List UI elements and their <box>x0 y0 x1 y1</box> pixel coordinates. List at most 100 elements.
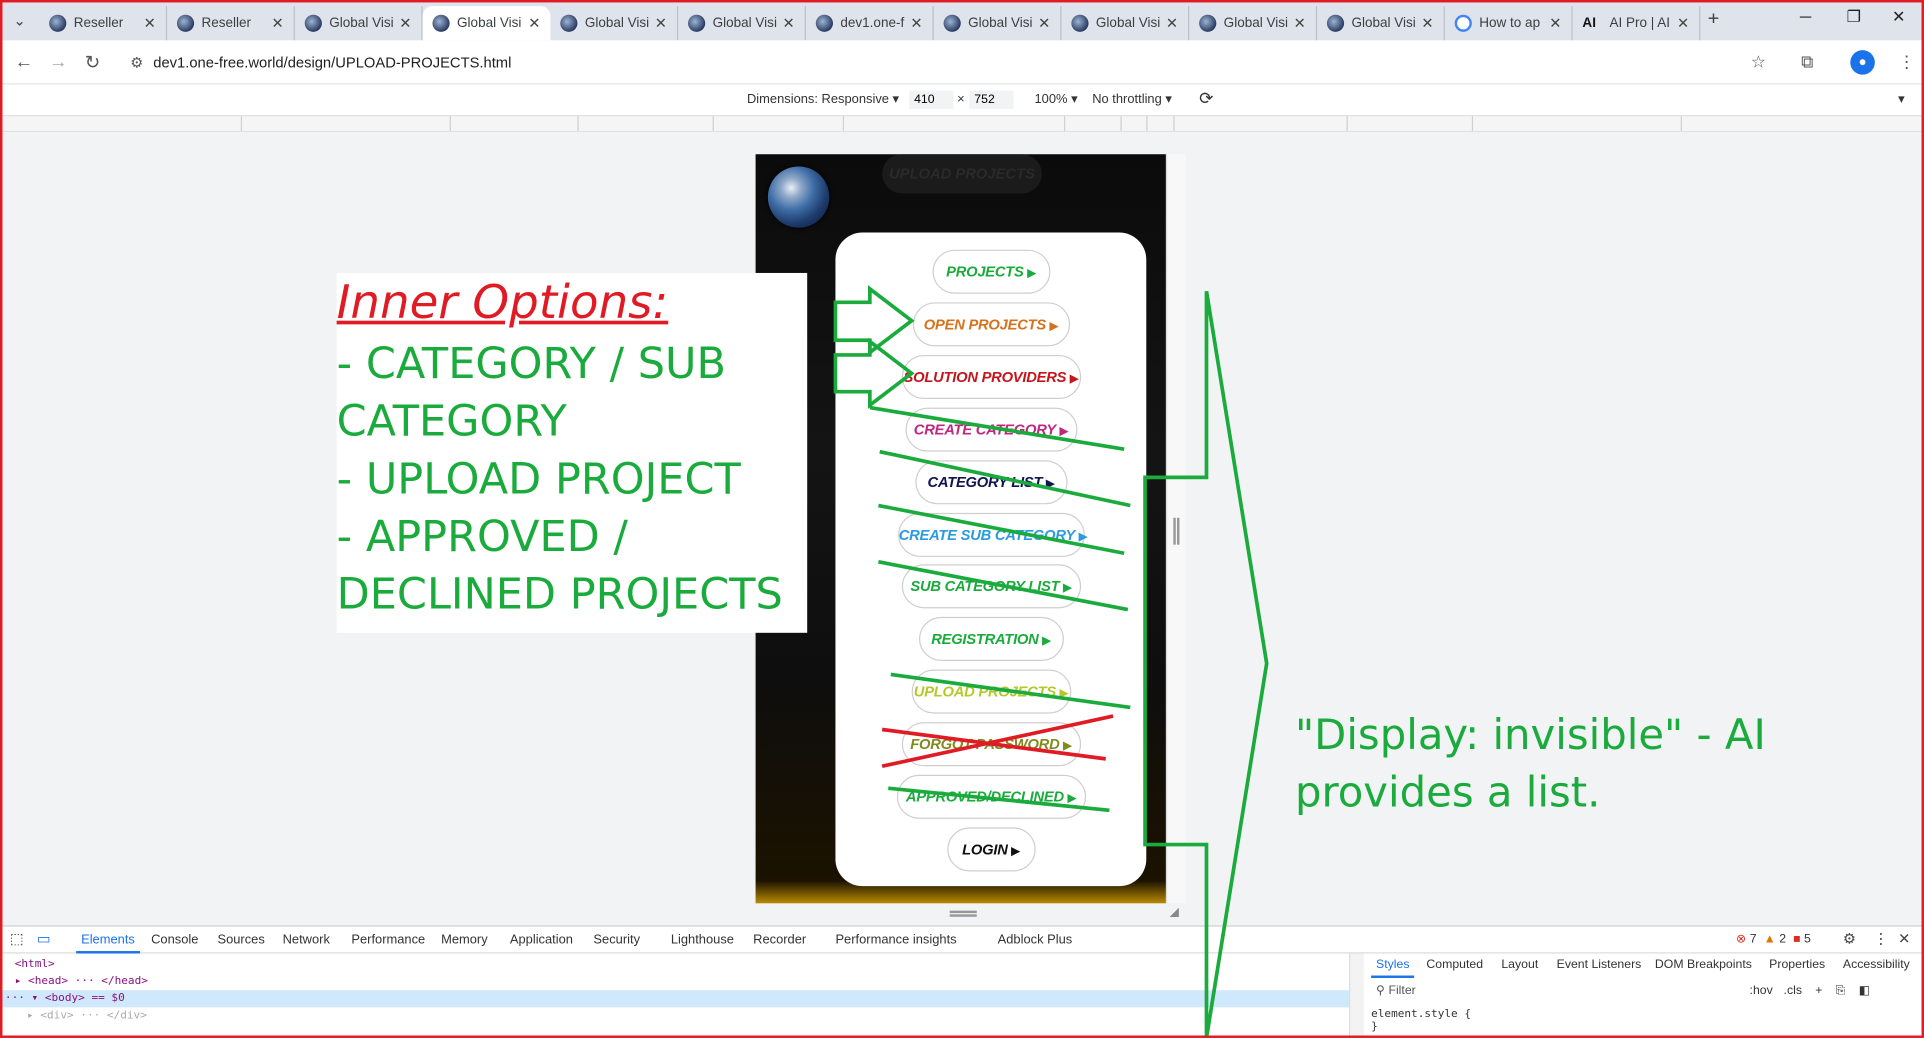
menu-button[interactable]: CREATE CATEGORY▶ <box>904 407 1077 452</box>
restore-window-icon[interactable]: ❐ <box>1846 7 1861 26</box>
browser-tab[interactable]: dev1.one-f✕ <box>806 6 934 41</box>
browser-tab[interactable]: Reseller✕ <box>39 6 168 41</box>
device-height-input[interactable] <box>969 90 1014 109</box>
back-arrow-icon[interactable]: ← <box>14 51 34 73</box>
hov-toggle[interactable]: :hov <box>1749 984 1773 998</box>
devtools-issue-badges[interactable]: ⊗ 7 ▲ 2 ■ 5 <box>1736 932 1811 947</box>
menu-button[interactable]: UPLOAD PROJECTS▶ <box>911 669 1071 714</box>
browser-tab[interactable]: Global Visi✕ <box>295 6 423 41</box>
tab-close-icon[interactable]: ✕ <box>271 14 284 32</box>
tab-close-icon[interactable]: ✕ <box>399 14 412 32</box>
tab-search-chevron-icon[interactable]: ⌄ <box>13 12 26 30</box>
menu-button[interactable]: CREATE SUB CATEGORY▶ <box>897 512 1087 557</box>
menu-button[interactable]: LOGIN▶ <box>946 827 1036 872</box>
browser-tab[interactable]: Global Visi✕ <box>1189 6 1318 41</box>
extensions-puzzle-icon[interactable]: ⧉ <box>1801 51 1814 71</box>
close-window-icon[interactable]: ✕ <box>1892 7 1906 26</box>
browser-tab[interactable]: Global Visi✕ <box>934 6 1062 41</box>
bookmark-star-icon[interactable]: ☆ <box>1750 51 1767 71</box>
devtools-tab[interactable]: Sources <box>217 932 265 948</box>
viewport-right-resize-handle[interactable] <box>1173 517 1180 545</box>
computed-sidebar-icon[interactable]: ◧ <box>1858 984 1871 998</box>
styles-subtab[interactable]: Properties <box>1769 958 1826 972</box>
menu-button[interactable]: PROJECTS▶ <box>931 249 1050 294</box>
play-arrow-icon: ▶ <box>1045 476 1055 490</box>
elements-scrollbar[interactable] <box>1349 953 1364 1038</box>
devtools-tab[interactable]: Lighthouse <box>670 932 734 948</box>
new-tab-plus-icon[interactable]: + <box>1707 8 1720 30</box>
site-info-icon[interactable]: ⚙ <box>130 53 144 71</box>
menu-button[interactable]: REGISTRATION▶ <box>918 617 1064 662</box>
devtools-tab[interactable]: Network <box>282 932 330 948</box>
styles-subtab[interactable]: Styles <box>1371 958 1415 978</box>
device-toolbar-menu-icon[interactable]: ▾ <box>1898 91 1905 107</box>
throttling-select[interactable]: No throttling ▾ <box>1092 91 1172 107</box>
zoom-select[interactable]: 100% ▾ <box>1034 91 1078 107</box>
inspect-element-icon[interactable]: ⬚ <box>9 930 24 948</box>
device-width-input[interactable] <box>909 90 954 109</box>
tab-close-icon[interactable]: ✕ <box>782 14 795 32</box>
tab-close-icon[interactable]: ✕ <box>1549 14 1562 32</box>
toggle-element-state-icon[interactable]: ⎘ <box>1835 984 1846 998</box>
dom-node-head[interactable]: ▸ <head> ··· </head> <box>14 975 148 988</box>
styles-subtab[interactable]: Layout <box>1501 958 1539 972</box>
device-toggle-icon[interactable]: ▭ <box>36 930 51 948</box>
devtools-tab[interactable]: Security <box>593 932 641 948</box>
tab-close-icon[interactable]: ✕ <box>1038 14 1051 32</box>
browser-tab[interactable]: Global Visi✕ <box>678 6 806 41</box>
menu-button[interactable]: FORGOT PASSWORD▶ <box>901 722 1081 767</box>
tab-close-icon[interactable]: ✕ <box>1421 14 1434 32</box>
devtools-tab[interactable]: Elements <box>76 932 140 954</box>
minimize-icon[interactable]: ─ <box>1799 7 1812 26</box>
styles-subtab[interactable]: DOM Breakpoints <box>1654 958 1752 972</box>
devtools-tab[interactable]: Performance <box>351 932 426 948</box>
styles-subtab[interactable]: Event Listeners <box>1556 958 1642 972</box>
tab-close-icon[interactable]: ✕ <box>143 14 157 32</box>
devtools-tab[interactable]: Recorder <box>753 932 807 948</box>
menu-button[interactable]: SUB CATEGORY LIST▶ <box>901 564 1081 609</box>
tab-close-icon[interactable]: ✕ <box>1165 14 1179 32</box>
dimensions-select[interactable]: Dimensions: Responsive ▾ <box>746 91 900 107</box>
rotate-device-icon[interactable]: ⟳ <box>1199 88 1214 108</box>
forward-arrow-icon[interactable]: → <box>49 51 68 73</box>
tab-close-icon[interactable]: ✕ <box>1676 14 1690 32</box>
devtools-settings-gear-icon[interactable]: ⚙ <box>1842 930 1857 948</box>
browser-tab[interactable]: Global Visi✕ <box>422 6 551 41</box>
styles-subtab[interactable]: Accessibility <box>1842 958 1910 972</box>
devtools-close-icon[interactable]: ✕ <box>1898 930 1911 948</box>
devtools-tab[interactable]: Performance insights <box>835 932 957 948</box>
reload-icon[interactable]: ↻ <box>84 52 101 74</box>
dom-node-html[interactable]: <html> <box>14 958 55 971</box>
dom-node-body[interactable]: ··· ▾ <body> == $0 <box>0 990 1350 1008</box>
devtools-tab[interactable]: Adblock Plus <box>997 932 1073 948</box>
menu-button[interactable]: APPROVED/DECLINED▶ <box>896 774 1086 819</box>
browser-tab[interactable]: Global Visi✕ <box>550 6 679 41</box>
profile-avatar-icon[interactable]: ● <box>1850 50 1875 75</box>
devtools-tab[interactable]: Application <box>509 932 573 948</box>
viewport-corner-resize-handle[interactable]: ◢ <box>1169 905 1180 920</box>
cls-toggle[interactable]: .cls <box>1783 984 1802 998</box>
dom-node-div[interactable]: ▸ <div> ··· </div> <box>27 1009 147 1023</box>
tab-close-icon[interactable]: ✕ <box>910 14 923 32</box>
browser-tab[interactable]: Reseller✕ <box>167 6 295 41</box>
address-bar[interactable]: ⚙ dev1.one-free.world/design/UPLOAD-PROJ… <box>122 46 1782 79</box>
media-query-ruler[interactable] <box>0 115 1924 133</box>
browser-tab[interactable]: How to ap✕ <box>1445 6 1573 41</box>
tab-close-icon[interactable]: ✕ <box>654 14 668 32</box>
devtools-tab[interactable]: Memory <box>441 932 488 948</box>
browser-tab[interactable]: Global Visi✕ <box>1062 6 1190 41</box>
devtools-menu-icon[interactable]: ⋮ <box>1873 930 1889 948</box>
styles-filter[interactable]: ⚲ Filter <box>1376 984 1416 998</box>
styles-subtab[interactable]: Computed <box>1426 958 1484 972</box>
viewport-bottom-resize-handle[interactable] <box>949 910 977 917</box>
new-style-rule-plus-icon[interactable]: + <box>1815 984 1823 998</box>
tab-close-icon[interactable]: ✕ <box>528 14 541 32</box>
menu-button[interactable]: OPEN PROJECTS▶ <box>912 302 1070 347</box>
menu-button[interactable]: CATEGORY LIST▶ <box>914 459 1068 504</box>
devtools-tab[interactable]: Console <box>151 932 199 948</box>
browser-tab[interactable]: Global Visi✕ <box>1317 6 1445 41</box>
menu-button[interactable]: SOLUTION PROVIDERS▶ <box>901 354 1081 399</box>
browser-menu-icon[interactable]: ⋮ <box>1898 51 1916 71</box>
tab-close-icon[interactable]: ✕ <box>1293 14 1307 32</box>
